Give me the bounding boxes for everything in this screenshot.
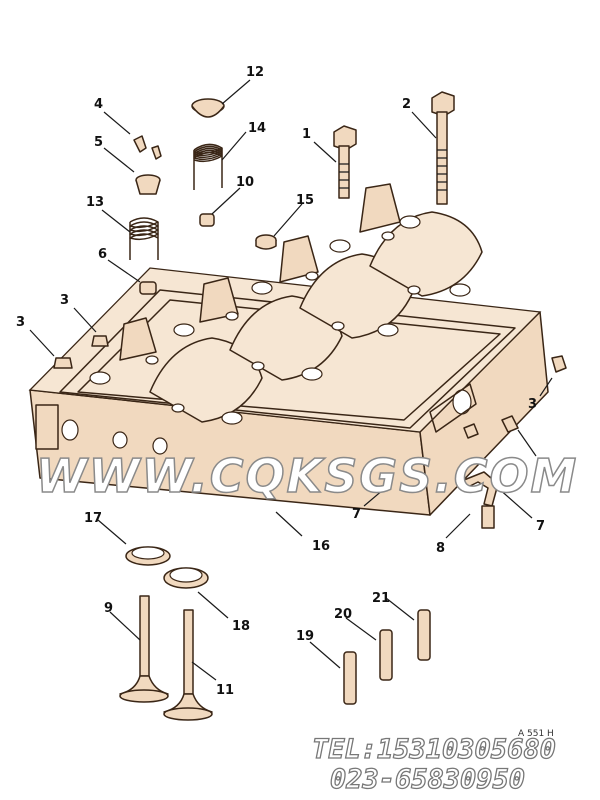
watermark-phone: 023-65830950	[330, 764, 525, 795]
callout-7: 7	[352, 507, 361, 522]
callout-2: 2	[402, 97, 411, 112]
callout-12: 12	[246, 65, 264, 80]
callout-10: 10	[236, 175, 254, 190]
callout-21: 21	[372, 591, 390, 606]
figure-code: A 551 H	[518, 729, 554, 739]
valve-seal-part-10	[199, 213, 215, 227]
spring-retainer-part-5	[135, 174, 161, 195]
valve-spring-part-13	[129, 217, 159, 260]
callout-16: 16	[312, 539, 330, 554]
bolt-part-1	[333, 125, 357, 199]
callout-1: 1	[302, 127, 311, 142]
callout-19: 19	[296, 629, 314, 644]
valve-part-11	[163, 609, 213, 721]
cylinder-head	[28, 183, 549, 516]
valve-seat-part-18	[163, 567, 209, 589]
valve-guide-part-20	[379, 629, 393, 681]
callout-20: 20	[334, 607, 352, 622]
callout-labels: 1 2 3 3 3 3 4 5 6 7 7 8 9 10 11 12 13 14…	[16, 65, 547, 698]
valve-part-9	[119, 595, 169, 703]
valve-seal-part-6	[139, 281, 157, 295]
valve-seat-part-17	[125, 546, 171, 566]
valve-guide-part-19	[343, 651, 357, 705]
callout-13: 13	[86, 195, 104, 210]
callout-9: 9	[104, 601, 113, 616]
valve-guide-part-21	[417, 609, 431, 661]
fitting-part-7	[463, 423, 479, 439]
callout-7: 7	[536, 519, 545, 534]
callout-3: 3	[16, 315, 25, 330]
watermark-site: WWW.CQKSGS.COM	[36, 449, 578, 503]
callout-3: 3	[528, 397, 537, 412]
callout-8: 8	[436, 541, 445, 556]
watermark-tel: TEL:15310305680	[312, 734, 556, 765]
callout-14: 14	[248, 121, 266, 136]
callout-3: 3	[538, 457, 547, 472]
bolt-part-2	[431, 91, 455, 205]
callout-3: 3	[60, 293, 69, 308]
callout-4: 4	[94, 97, 103, 112]
callout-15: 15	[296, 193, 314, 208]
callout-11: 11	[216, 683, 234, 698]
plug-part-3-side	[501, 415, 519, 433]
cup-plug-part-15	[255, 234, 277, 250]
valve-spring-part-14	[193, 143, 223, 190]
elbow-fitting-part-8	[463, 471, 499, 529]
plug-part-3-right	[551, 355, 567, 373]
callout-6: 6	[98, 247, 107, 262]
head-bolt-holes	[89, 215, 471, 425]
valve-collets-part-4	[133, 135, 162, 160]
callout-17: 17	[84, 511, 102, 526]
callout-5: 5	[94, 135, 103, 150]
plug-part-3-left	[53, 357, 73, 369]
plug-part-3-mid	[91, 335, 109, 347]
leader-lines	[29, 79, 553, 681]
spring-retainer-part-12	[191, 98, 225, 118]
callout-18: 18	[232, 619, 250, 634]
